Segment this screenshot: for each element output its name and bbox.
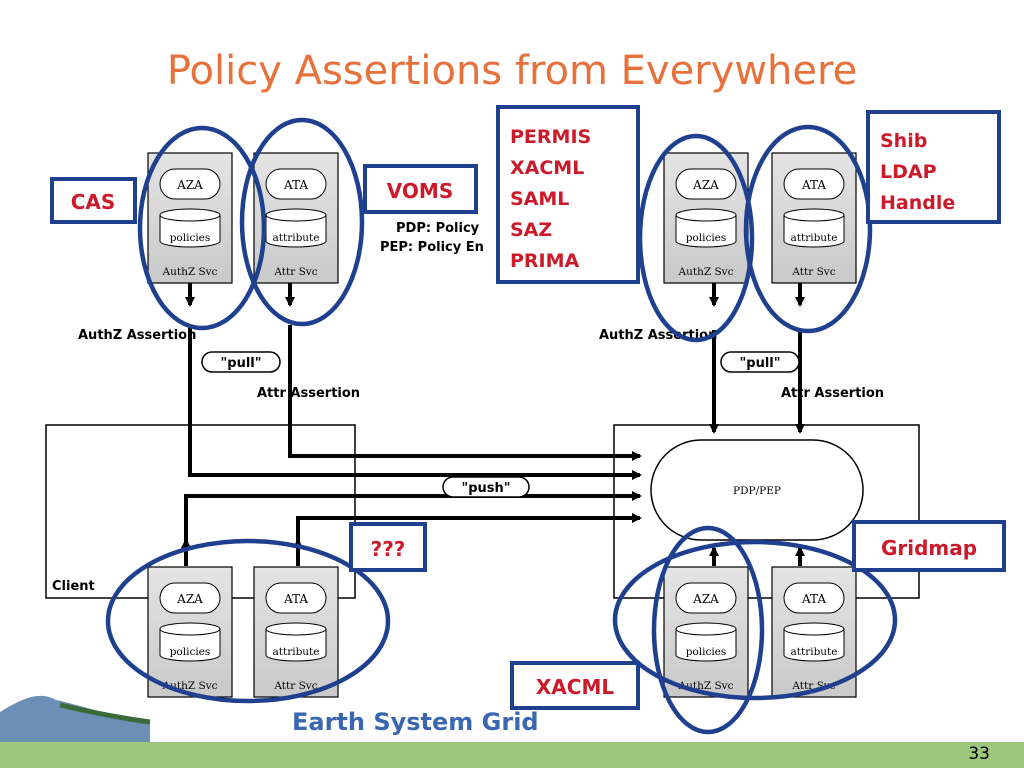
svg-text:Attr Svc: Attr Svc	[273, 266, 317, 278]
svg-text:Gridmap: Gridmap	[881, 536, 977, 560]
bottom-left-authz-svc: AZA policies AuthZ Svc	[147, 566, 233, 698]
tag-shib-list: Shib LDAP Handle	[866, 110, 1001, 224]
svg-text:AZA: AZA	[176, 592, 203, 606]
tag-xacml: XACML	[510, 661, 640, 710]
pull-pill-right: "pull"	[720, 351, 800, 373]
svg-text:AuthZ Svc: AuthZ Svc	[678, 266, 734, 278]
svg-text:attribute: attribute	[273, 232, 320, 244]
attr-assertion-left: Attr Assertion	[257, 386, 360, 401]
page-number: 33	[968, 744, 990, 764]
svg-text:Handle: Handle	[880, 192, 955, 214]
tag-voms: VOMS	[363, 164, 478, 214]
legend-pep: PEP: Policy En	[380, 240, 484, 255]
pdp-pep-label: PDP/PEP	[733, 485, 781, 497]
svg-text:AZA: AZA	[692, 592, 719, 606]
footer-logo: Earth System Grid	[0, 695, 539, 742]
globe-logo-icon	[0, 695, 150, 742]
attr-assertion-right: Attr Assertion	[781, 386, 884, 401]
svg-text:attribute: attribute	[273, 646, 320, 658]
svg-text:AuthZ Svc: AuthZ Svc	[162, 266, 218, 278]
slide-title: Policy Assertions from Everywhere	[166, 48, 858, 94]
legend-pdp: PDP: Policy	[396, 221, 480, 236]
svg-text:XACML: XACML	[536, 675, 614, 699]
client-label: Client	[52, 579, 95, 594]
svg-text:policies: policies	[170, 232, 211, 244]
bottom-left-attr-svc: ATA attribute Attr Svc	[253, 566, 339, 698]
bottom-right-authz-svc: AZA policies AuthZ Svc	[663, 566, 749, 698]
svg-text:???: ???	[371, 537, 406, 561]
tag-gridmap: Gridmap	[852, 520, 1006, 572]
bottom-right-attr-svc: ATA attribute Attr Svc	[771, 566, 857, 698]
push-pill: "push"	[442, 476, 530, 498]
top-right-attr-svc: ATA attribute Attr Svc	[771, 152, 857, 284]
svg-text:PRIMA: PRIMA	[510, 250, 580, 272]
top-right-authz-svc: AZA policies AuthZ Svc	[663, 152, 749, 284]
svg-text:"push": "push"	[461, 481, 510, 496]
svg-text:Attr Svc: Attr Svc	[791, 266, 835, 278]
svg-text:ATA: ATA	[283, 592, 308, 606]
pull-pill-left: "pull"	[201, 351, 281, 373]
svg-text:policies: policies	[686, 232, 727, 244]
tag-permis-list: PERMIS XACML SAML SAZ PRIMA	[496, 105, 640, 284]
svg-text:"pull": "pull"	[220, 356, 261, 371]
top-left-authz-svc: AZA policies AuthZ Svc	[147, 152, 233, 284]
footer-logo-text: Earth System Grid	[292, 708, 539, 736]
tag-cas: CAS	[50, 177, 137, 224]
svg-text:policies: policies	[686, 646, 727, 658]
svg-text:AZA: AZA	[692, 178, 719, 192]
svg-text:policies: policies	[170, 646, 211, 658]
svg-text:ATA: ATA	[283, 178, 308, 192]
svg-text:ATA: ATA	[801, 592, 826, 606]
svg-text:XACML: XACML	[510, 157, 584, 179]
svg-text:LDAP: LDAP	[880, 161, 937, 183]
svg-text:Shib: Shib	[880, 130, 927, 152]
svg-text:ATA: ATA	[801, 178, 826, 192]
top-left-attr-svc: ATA attribute Attr Svc	[253, 152, 339, 284]
svg-text:attribute: attribute	[791, 232, 838, 244]
svg-text:attribute: attribute	[791, 646, 838, 658]
svg-text:Attr Svc: Attr Svc	[273, 680, 317, 692]
svg-text:SAML: SAML	[510, 188, 569, 210]
svg-text:VOMS: VOMS	[387, 179, 453, 203]
authz-assertion-left: AuthZ Assertion	[78, 328, 196, 343]
svg-text:CAS: CAS	[71, 190, 116, 214]
svg-text:PERMIS: PERMIS	[510, 126, 591, 148]
footer-bar	[0, 742, 1024, 768]
svg-text:AZA: AZA	[176, 178, 203, 192]
svg-text:SAZ: SAZ	[510, 219, 552, 241]
svg-text:"pull": "pull"	[739, 356, 780, 371]
tag-unknown: ???	[349, 522, 427, 572]
